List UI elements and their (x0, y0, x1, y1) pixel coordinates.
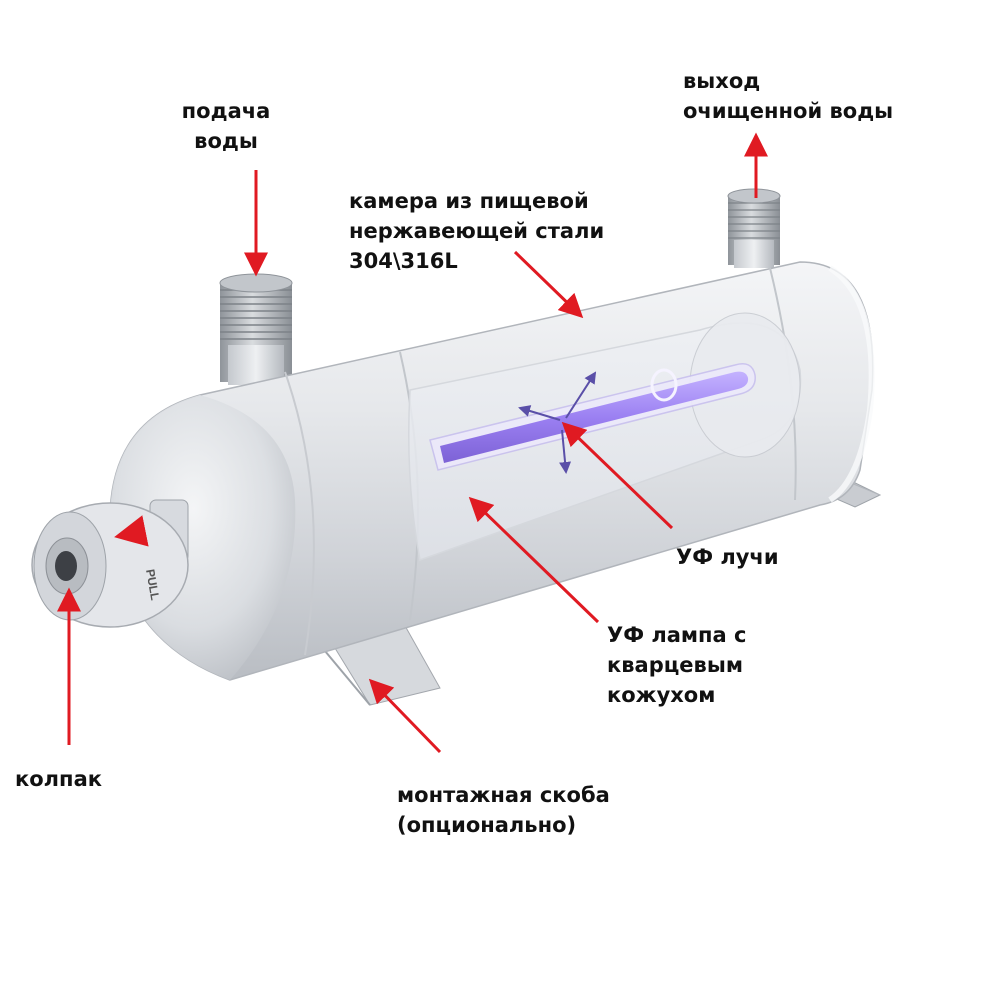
label-mounting-bracket: монтажная скоба (опционально) (397, 783, 610, 837)
arrow-uv-rays (561, 421, 674, 530)
callout-arrows (57, 132, 768, 754)
label-water-inlet: подача воды (181, 99, 271, 153)
uv-lamp (429, 363, 756, 471)
label-uv-lamp: УФ лампа с кварцевым кожухом (607, 623, 747, 707)
arrow-chamber (513, 250, 584, 319)
arrow-mounting-bracket (368, 678, 442, 754)
arrow-uv-lamp (468, 496, 600, 624)
end-cap-marking: PULL (143, 568, 162, 601)
label-cap: колпак (15, 767, 102, 791)
end-cap: PULL (31, 499, 189, 628)
outlet-pipe (727, 188, 781, 268)
label-uv-rays: УФ лучи (676, 545, 779, 569)
inlet-pipe (219, 273, 293, 385)
label-clean-water-outlet: выход очищенной воды (683, 69, 894, 123)
label-chamber: камера из пищевой нержавеющей стали 304\… (349, 189, 605, 273)
